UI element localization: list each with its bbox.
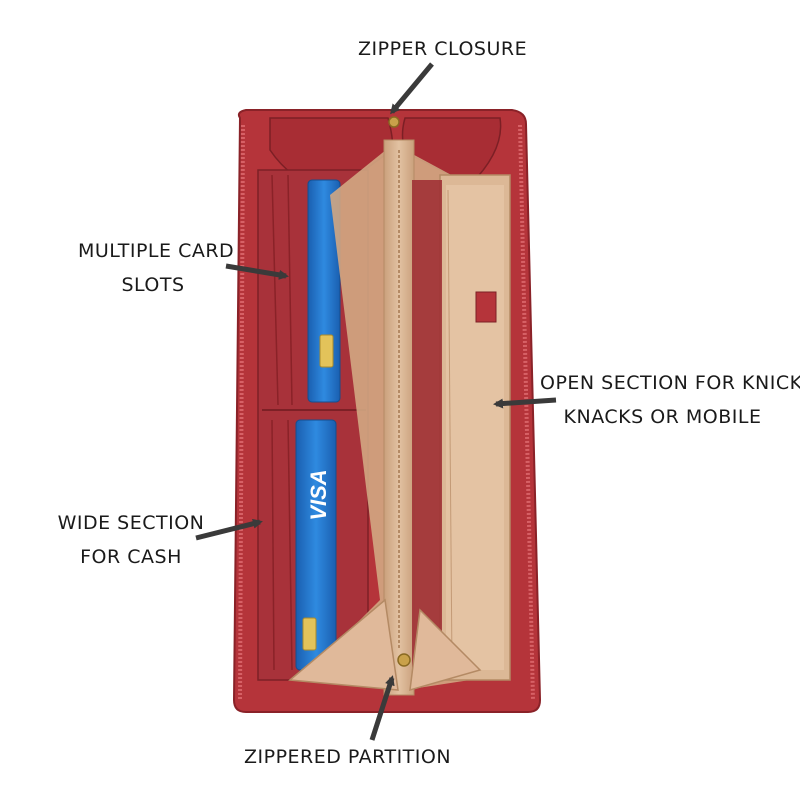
- label-card-slots-line1: MULTIPLE CARD: [78, 240, 235, 262]
- inner-wall: [412, 180, 442, 680]
- label-card-slots-line2: SLOTS: [121, 274, 185, 296]
- label-card-slots: MULTIPLE CARD SLOTS: [78, 234, 235, 302]
- bottom-flap: [288, 598, 399, 691]
- label-open-section-line1: OPEN SECTION FOR KNICK: [540, 372, 800, 394]
- arrow-open-section: [493, 397, 557, 409]
- arrow-zipper-closure: [390, 62, 434, 115]
- open-section: [439, 174, 511, 681]
- visa-logo: VISA: [306, 469, 331, 520]
- zipper-pull-bottom: [397, 653, 411, 667]
- arrow-card-slots: [225, 263, 289, 280]
- label-open-section: OPEN SECTION FOR KNICK KNACKS OR MOBILE: [540, 366, 800, 434]
- arrow-wide-section: [195, 518, 263, 541]
- label-wide-section: WIDE SECTION FOR CASH: [56, 506, 206, 574]
- zipper-pull-top: [388, 116, 400, 128]
- label-zippered-partition: ZIPPERED PARTITION: [244, 746, 452, 768]
- label-wide-section-line1: WIDE SECTION: [57, 512, 205, 534]
- bank-card-top: [307, 179, 341, 403]
- bank-card-visa: VISA: [295, 419, 337, 671]
- label-zipper-closure: ZIPPER CLOSURE: [358, 38, 528, 60]
- label-wide-section-line2: FOR CASH: [80, 546, 182, 568]
- arrow-zippered-partition: [369, 675, 395, 741]
- label-open-section-line2: KNACKS OR MOBILE: [563, 406, 762, 428]
